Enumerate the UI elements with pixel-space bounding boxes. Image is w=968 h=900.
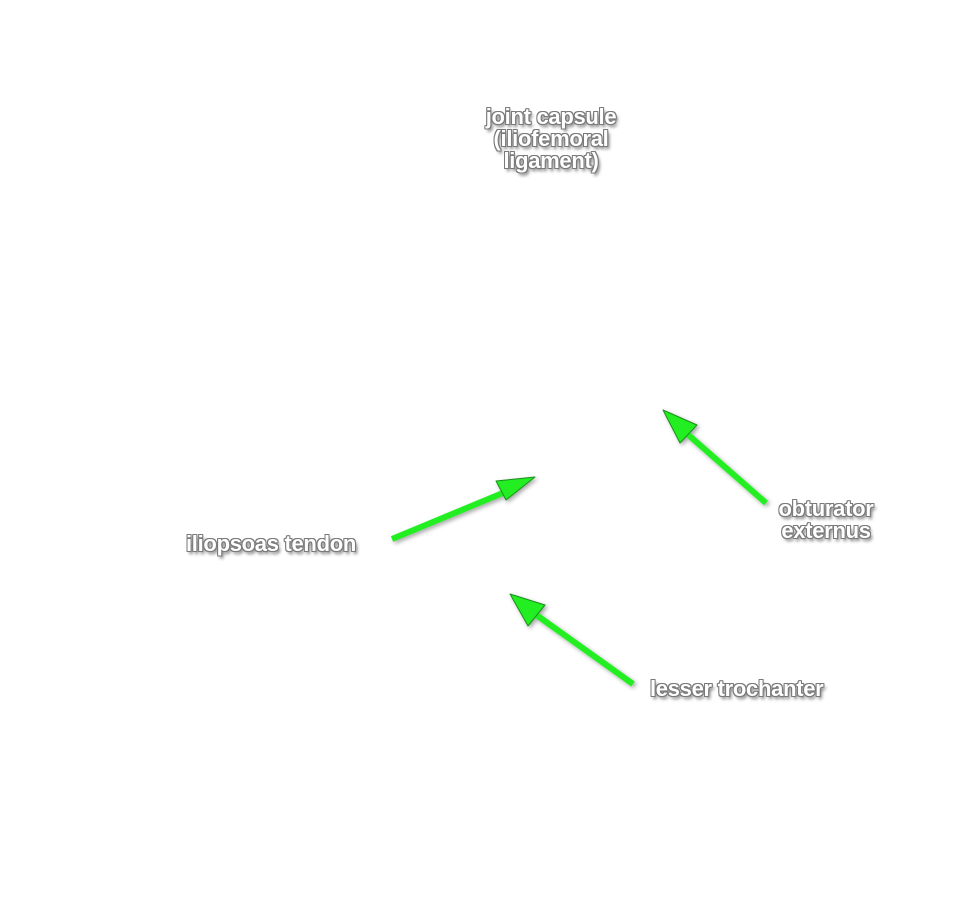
arrow-obturator [662, 409, 768, 506]
label-joint-capsule-line-1: joint capsule [485, 104, 617, 129]
arrow-lesser-trochanter-head [509, 593, 546, 627]
label-obturator-externus: obturator externus [766, 498, 886, 542]
label-iliopsoas-tendon: iliopsoas tendon [186, 531, 356, 556]
arrow-obturator-head [662, 409, 698, 444]
label-joint-capsule: joint capsule (iliofemoral ligament) [466, 106, 636, 172]
arrow-iliopsoas-shaft [390, 487, 512, 542]
label-joint-capsule-line-3: ligament) [503, 148, 599, 173]
arrow-lesser-trochanter [509, 593, 635, 687]
arrow-iliopsoas-head [495, 476, 536, 501]
label-joint-capsule-line-2: (iliofemoral [493, 126, 609, 151]
arrow-lesser-trochanter-shaft [533, 611, 635, 687]
arrow-obturator-shaft [683, 429, 768, 506]
label-lesser-trochanter: lesser trochanter [650, 676, 824, 701]
label-obturator-line-2: externus [781, 518, 871, 543]
arrow-iliopsoas [390, 476, 536, 542]
label-obturator-line-1: obturator [778, 496, 874, 521]
